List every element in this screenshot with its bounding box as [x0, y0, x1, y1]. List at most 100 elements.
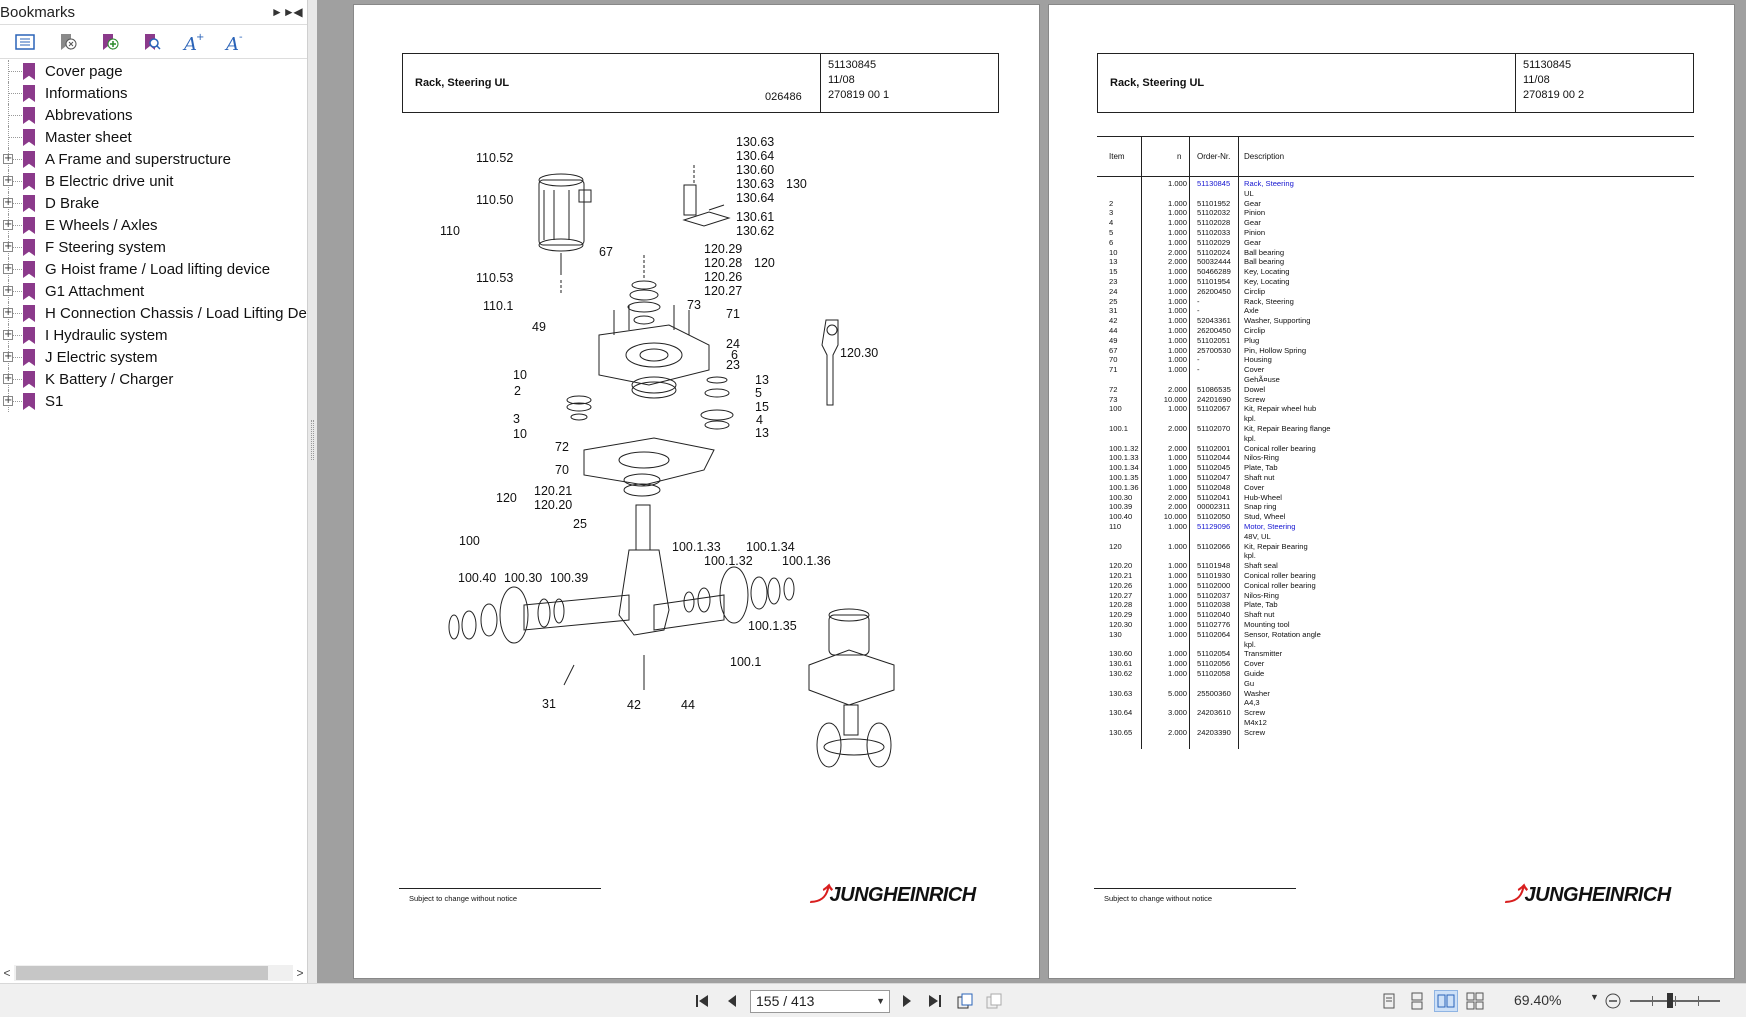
bookmark-item[interactable]: +E Wheels / Axles: [0, 214, 307, 236]
single-page-icon[interactable]: [1378, 990, 1400, 1012]
first-page-icon[interactable]: [690, 990, 714, 1012]
callout-label: 100: [459, 534, 480, 548]
zoom-level[interactable]: 69.40%: [1514, 992, 1562, 1008]
callout-label: 110: [440, 224, 460, 238]
expand-icon[interactable]: +: [3, 241, 13, 252]
bookmark-item[interactable]: +F Steering system: [0, 236, 307, 258]
cell-order: 51101930: [1197, 571, 1231, 580]
page-number-input[interactable]: 155 / 413▼: [750, 990, 890, 1013]
expand-icon[interactable]: +: [3, 351, 13, 362]
bookmark-item[interactable]: +H Connection Chassis / Load Lifting Dev…: [0, 302, 307, 324]
bookmark-item[interactable]: Master sheet: [0, 126, 307, 148]
cell-item: 100.1: [1109, 424, 1129, 433]
cell-order: 25500360: [1197, 688, 1231, 698]
previous-page-icon[interactable]: [720, 990, 744, 1012]
bookmark-label: Abbrevations: [45, 106, 133, 124]
cell-item: 73: [1109, 394, 1118, 404]
expand-icon[interactable]: +: [3, 219, 13, 230]
chevron-down-icon[interactable]: ▼: [876, 996, 885, 1006]
bookmark-options-icon[interactable]: [4, 27, 46, 57]
bookmark-icon: [23, 393, 35, 410]
callout-label: 130.64: [736, 191, 775, 205]
scroll-track[interactable]: [14, 965, 293, 981]
zoom-out-icon[interactable]: [1602, 990, 1624, 1012]
document-view[interactable]: Rack, Steering UL 026486 51130845 11/08 …: [317, 0, 1746, 983]
bookmarks-horizontal-scrollbar[interactable]: < >: [0, 963, 307, 983]
bookmark-label: B Electric drive unit: [45, 172, 174, 190]
cell-item: 130.63: [1109, 688, 1133, 698]
cell-item: 25: [1109, 296, 1118, 306]
callout-label: 70: [555, 463, 569, 477]
next-page-icon[interactable]: [895, 990, 919, 1012]
callout-label: 100.1: [730, 655, 762, 669]
expand-icon[interactable]: +: [3, 329, 13, 340]
bookmark-item[interactable]: Cover page: [0, 60, 307, 82]
cell-desc: Sensor, Rotation angle: [1244, 629, 1321, 639]
bookmark-item[interactable]: +K Battery / Charger: [0, 368, 307, 390]
revision-date: 11/08: [1523, 74, 1550, 86]
collapse-panel-icon[interactable]: ◀: [293, 5, 303, 19]
bookmark-item[interactable]: +I Hydraulic system: [0, 324, 307, 346]
cell-n: 1.000: [1167, 335, 1187, 345]
expand-icon[interactable]: +: [3, 395, 13, 406]
bookmark-item[interactable]: Abbrevations: [0, 104, 307, 126]
cell-order: 00002311: [1197, 502, 1231, 512]
bookmark-item[interactable]: +G1 Attachment: [0, 280, 307, 302]
last-page-icon[interactable]: [923, 990, 947, 1012]
cell-item: 120.28: [1109, 600, 1133, 610]
expand-icon[interactable]: +: [3, 197, 13, 208]
bookmark-item[interactable]: +D Brake: [0, 192, 307, 214]
cell-n: 1.000: [1167, 463, 1187, 473]
scroll-thumb[interactable]: [16, 966, 268, 980]
parts-row: M4x12: [1097, 718, 1694, 728]
panel-splitter[interactable]: [308, 0, 317, 983]
zoom-dropdown-icon[interactable]: ▼: [1590, 992, 1599, 1002]
cell-desc[interactable]: Motor, Steering: [1244, 522, 1296, 531]
expand-icon[interactable]: +: [3, 175, 13, 186]
find-bookmark-icon[interactable]: [130, 27, 172, 57]
add-bookmark-icon[interactable]: [88, 27, 130, 57]
cell-item: 110: [1109, 522, 1122, 531]
expand-icon[interactable]: +: [3, 263, 13, 274]
increase-font-icon[interactable]: A+: [172, 27, 214, 57]
reference-number: 270819 00 2: [1523, 89, 1585, 101]
scroll-left-icon[interactable]: <: [3, 966, 11, 980]
decrease-font-icon[interactable]: A-: [214, 27, 256, 57]
expand-icon[interactable]: +: [3, 285, 13, 296]
cell-order: 51102033: [1197, 228, 1231, 237]
scroll-right-icon[interactable]: >: [296, 966, 304, 980]
bookmark-item[interactable]: + B Electric drive unit: [0, 170, 307, 192]
callout-label: 130.64: [736, 149, 775, 163]
cell-desc[interactable]: Rack, Steering: [1244, 179, 1294, 188]
cell-order[interactable]: 51129096: [1197, 522, 1231, 531]
bookmark-item[interactable]: +S1: [0, 390, 307, 412]
cell-desc: Ball bearing: [1244, 247, 1285, 257]
expand-icon[interactable]: +: [3, 153, 13, 164]
expand-all-icon[interactable]: ►►: [271, 5, 295, 19]
bookmark-item[interactable]: +A Frame and superstructure: [0, 148, 307, 170]
zoom-slider-thumb[interactable]: [1667, 993, 1673, 1008]
two-page-icon[interactable]: [1434, 990, 1458, 1012]
expand-icon[interactable]: +: [3, 373, 13, 384]
callout-label: 100.1.36: [782, 554, 831, 568]
page-header-box: Rack, Steering UL 026486 51130845 11/08 …: [402, 53, 999, 113]
rotate-icon[interactable]: [982, 990, 1006, 1012]
cell-order: -: [1197, 355, 1200, 365]
two-page-continuous-icon[interactable]: [1464, 990, 1486, 1012]
continuous-icon[interactable]: [1406, 990, 1428, 1012]
expand-icon[interactable]: +: [3, 307, 13, 318]
bookmark-item[interactable]: Informations: [0, 82, 307, 104]
callout-label: 130.60: [736, 163, 775, 177]
bookmark-item[interactable]: +G Hoist frame / Load lifting device: [0, 258, 307, 280]
part-number: 51130845: [1523, 59, 1572, 71]
delete-bookmark-icon[interactable]: [46, 27, 88, 57]
bookmark-item[interactable]: +J Electric system: [0, 346, 307, 368]
cell-order[interactable]: 51130845: [1197, 179, 1231, 188]
cell-n: 1.000: [1167, 629, 1187, 639]
fit-page-icon[interactable]: [953, 990, 977, 1012]
